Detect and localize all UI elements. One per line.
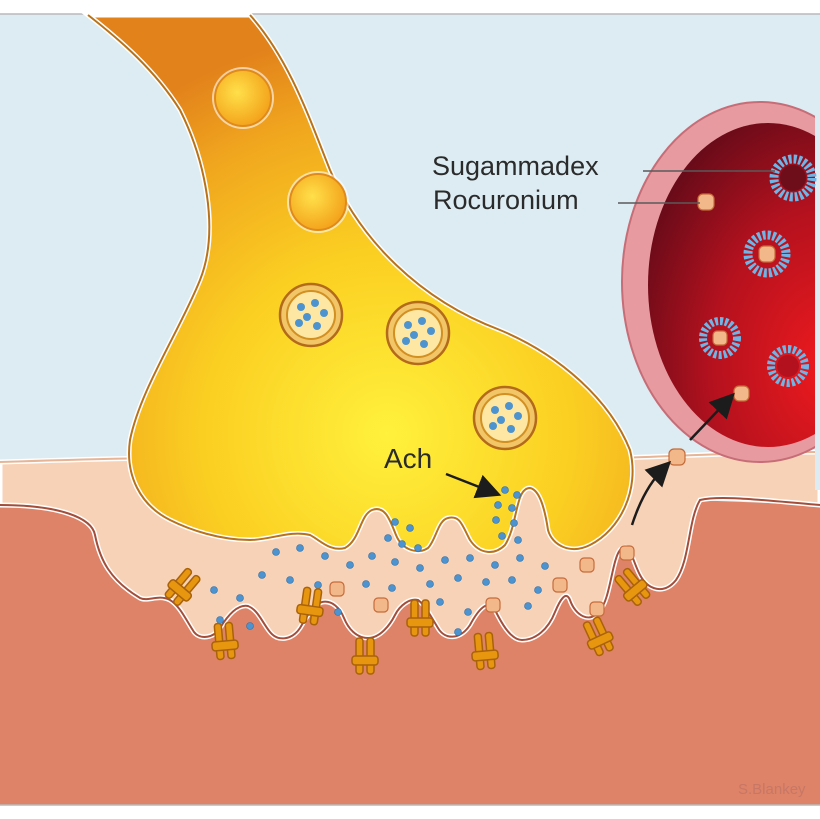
diffusion-arrow: [630, 460, 672, 526]
vesicle-ach: [278, 282, 344, 348]
label-rocuronium: Rocuronium: [433, 185, 579, 215]
rocuronium-molecules: [329, 448, 686, 617]
vesicle-empty: [287, 171, 349, 233]
nerve-membrane: [87, 14, 634, 553]
ach-molecules: [210, 486, 549, 636]
rocuronium-in-blood: [697, 193, 750, 402]
ach-arrow: [445, 472, 502, 499]
label-sugammadex: Sugammadex: [432, 151, 599, 181]
sugammadex-molecules: [699, 154, 817, 387]
bottom-border: [0, 805, 820, 819]
artist-credit: S.Blankey: [738, 781, 806, 798]
vesicle-empty: [212, 67, 274, 129]
vesicle-ach: [472, 385, 538, 451]
top-border: [0, 0, 820, 14]
vessel-entry-arrow: [689, 392, 735, 441]
vesicle-ach: [385, 300, 451, 366]
receptors: [164, 567, 651, 675]
label-ach: Ach: [384, 443, 432, 474]
